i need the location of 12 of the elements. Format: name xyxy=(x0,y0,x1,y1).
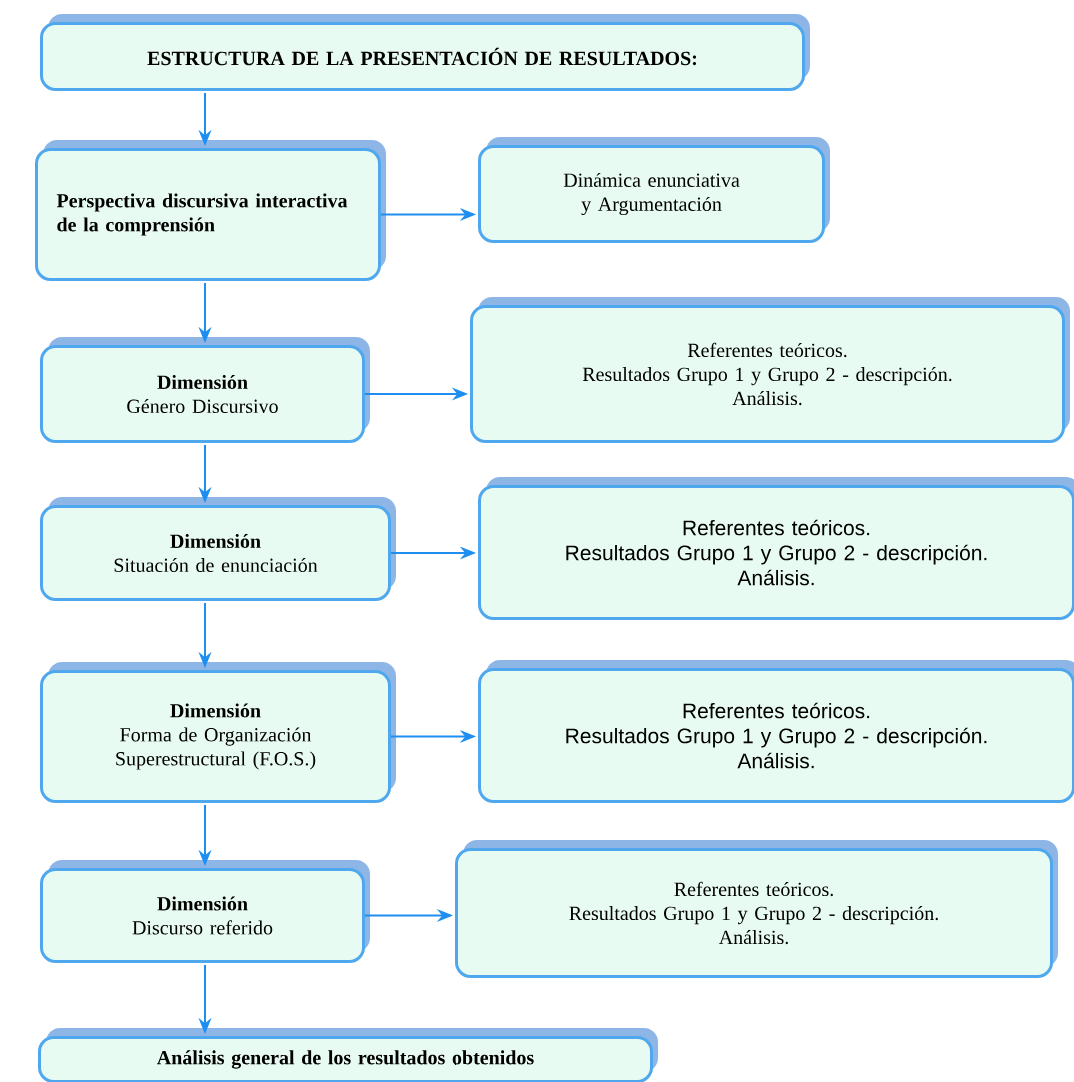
process-box: Dimensión Situación de enunciación xyxy=(40,497,396,601)
process-box: Dimensión Género Discursivo xyxy=(40,337,370,443)
process-box: Referentes teóricos. Resultados Grupo 1 y Grupo 2 - descripción. Análisis. xyxy=(470,297,1070,443)
process-box: Referentes teóricos. Resultados Grupo 1 y Grupo 2 - descripción. Análisis. xyxy=(455,840,1058,978)
process-box: Dinámica enunciativa y Argumentación xyxy=(478,137,830,243)
process-box: Referentes teóricos. Resultados Grupo 1 y Grupo 2 - descripción. Análisis. xyxy=(478,660,1074,803)
process-box: Dimensión Discurso referido xyxy=(40,860,370,963)
process-box: Referentes teóricos. Resultados Grupo 1 y Grupo 2 - descripción. Análisis. xyxy=(478,477,1074,620)
process-box: ESTRUCTURA DE LA PRESENTACIÓN DE RESULTADOS: xyxy=(40,14,810,91)
process-box: Perspectiva discursiva interactiva de la comprensión xyxy=(35,140,386,281)
process-box: Dimensión Forma de Organización Superestructural (F.O.S.) xyxy=(40,662,396,803)
process-box: Análisis general de los resultados obtenidos xyxy=(38,1028,658,1082)
